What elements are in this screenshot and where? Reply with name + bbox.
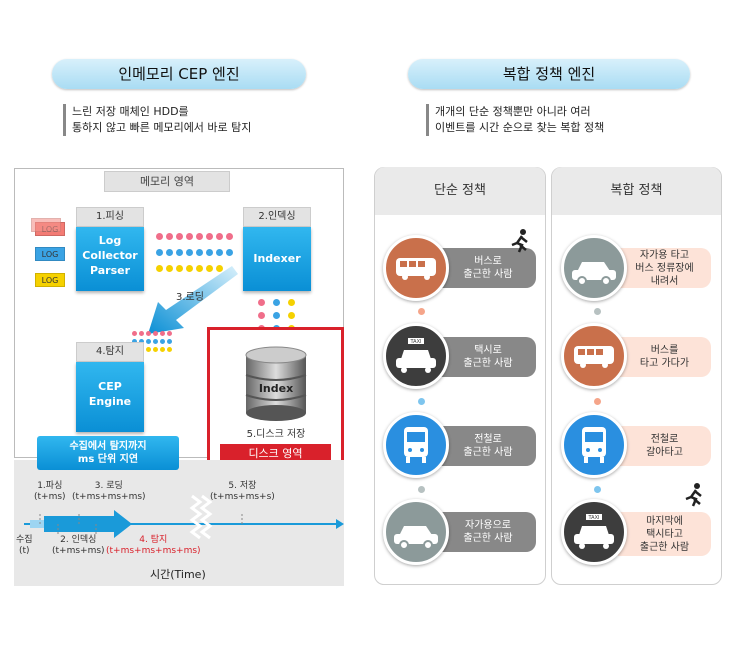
timeline-collect: 수집 (t): [16, 535, 33, 556]
indexer-tab: 2.인덱싱: [243, 207, 311, 227]
car-icon: [383, 499, 449, 565]
disk-area-label: 디스크 영역: [220, 444, 331, 464]
timeline-detect: 4. 탐지 (t+ms+ms+ms+ms): [106, 535, 201, 556]
timeline-axis: [24, 494, 344, 540]
simple-item-train: 전철로 출근한 사람: [440, 426, 536, 466]
bus-icon: [383, 235, 449, 301]
timeline-store: 5. 저장 (t+ms+ms+s): [210, 481, 275, 502]
running-person-icon: [685, 483, 702, 507]
connector-dot: [418, 308, 425, 315]
connector-dot: [594, 486, 601, 493]
connector-dot: [594, 308, 601, 315]
loading-label: 3.로딩: [176, 292, 204, 303]
memory-area-label: 메모리 영역: [104, 171, 230, 192]
taxi-icon: TAXI: [383, 323, 449, 389]
left-desc-line-1: 느린 저장 매체인 HDD를: [72, 105, 189, 118]
parser-tab: 1.피싱: [76, 207, 144, 227]
bus-icon: [561, 323, 627, 389]
latency-callout: 수집에서 탐지까지 ms 단위 지연: [37, 436, 179, 470]
subway-icon: [561, 412, 627, 478]
timeline-axis-label: 시간(Time): [150, 568, 206, 581]
svg-text:TAXI: TAXI: [410, 339, 422, 345]
complex-item-train: 전철로 갈아타고: [618, 426, 711, 466]
indexer-box: Indexer: [243, 227, 311, 291]
complex-item-bus: 버스를 타고 가다가: [618, 337, 711, 377]
left-title: 인메모리 CEP 엔진: [52, 59, 306, 89]
simple-policy-head: 단순 정책: [375, 167, 545, 215]
svg-text:TAXI: TAXI: [588, 515, 600, 521]
right-title: 복합 정책 엔진: [408, 59, 690, 89]
connector-dot: [418, 486, 425, 493]
right-desc-line-2: 이벤트를 시간 순으로 찾는 복합 정책: [435, 121, 605, 134]
loading-arrow: [148, 266, 238, 334]
simple-item-taxi: 택시로 출근한 사람: [440, 337, 536, 377]
timeline-parse: 1.파싱 (t+ms): [34, 481, 66, 502]
taxi-icon: TAXI: [561, 499, 627, 565]
connector-dot: [594, 398, 601, 405]
cep-engine-box: CEP Engine: [76, 362, 144, 432]
log-tag-yellow: LOG: [35, 273, 65, 287]
database-icon: [245, 346, 307, 421]
running-person-icon: [511, 229, 528, 253]
complex-item-car: 자가용 타고 버스 정류장에 내려서: [618, 248, 711, 288]
subway-icon: [383, 412, 449, 478]
complex-policy-head: 복합 정책: [552, 167, 721, 215]
timeline-load: 3. 로딩 (t+ms+ms+ms): [72, 481, 146, 502]
complex-item-taxi: 마지막에 택시타고 출근한 사람: [618, 512, 711, 556]
log-tag-blue: LOG: [35, 247, 65, 261]
simple-item-car: 자가용으로 출근한 사람: [440, 512, 536, 552]
cep-tab: 4.탐지: [76, 342, 144, 362]
connector-dot: [418, 398, 425, 405]
log-tag-red-shadow: [31, 218, 61, 232]
timeline-index: 2. 인덱싱 (t+ms+ms): [52, 535, 105, 556]
simple-item-bus: 버스로 출근한 사람: [440, 248, 536, 288]
log-collector-parser-box: Log Collector Parser: [76, 227, 144, 291]
left-description: 느린 저장 매체인 HDD를 통하지 않고 빠른 메모리에서 바로 탐지: [63, 104, 251, 136]
left-desc-line-2: 통하지 않고 빠른 메모리에서 바로 탐지: [72, 121, 252, 134]
disk-store-label: 5.디스크 저장: [246, 429, 306, 440]
right-description: 개개의 단순 정책뿐만 아니라 여러 이벤트를 시간 순으로 찾는 복합 정책: [426, 104, 604, 136]
right-desc-line-1: 개개의 단순 정책뿐만 아니라 여러: [435, 105, 591, 118]
car-icon: [561, 235, 627, 301]
index-label: Index: [258, 382, 294, 395]
